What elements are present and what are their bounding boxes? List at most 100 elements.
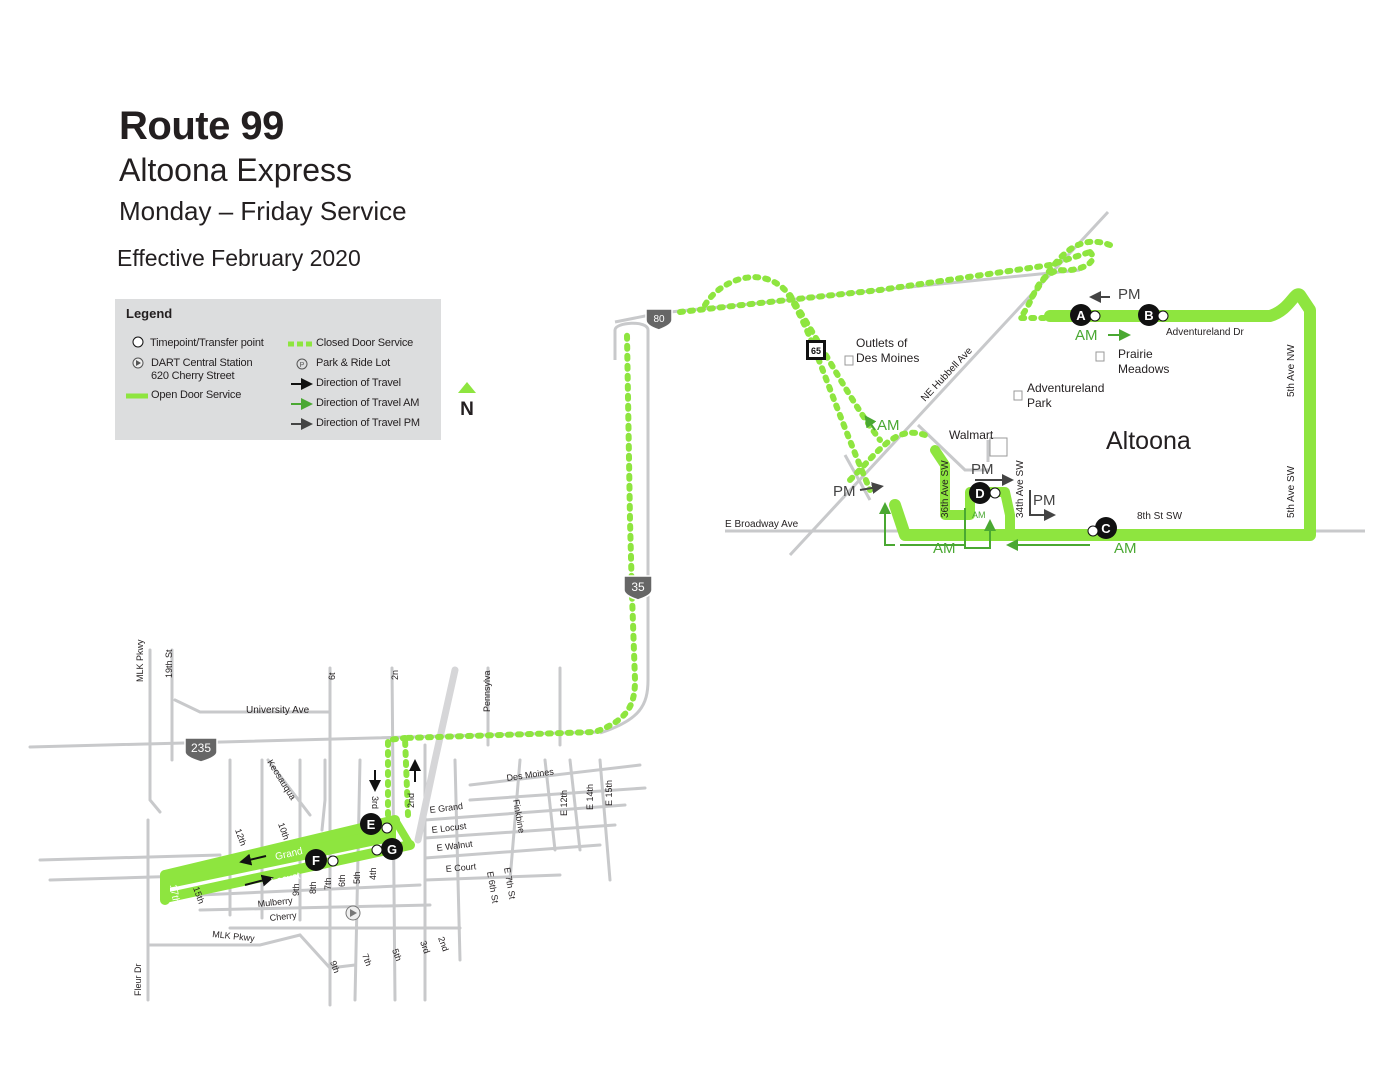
walmart-building-icon <box>989 437 1008 457</box>
street-9th-bottom: 9th <box>328 959 342 974</box>
street-cherry: Cherry <box>269 910 297 923</box>
legend-closed-door: Closed Door Service <box>316 337 414 349</box>
interstate-235-shield: 235 <box>184 737 218 763</box>
effective-date: Effective February 2020 <box>117 245 361 271</box>
street-36th-sw: 36th Ave SW <box>940 460 951 518</box>
street-2nd: 2nd <box>406 793 416 808</box>
adventureland-building-icon <box>1013 390 1023 401</box>
timepoint-c: C <box>1087 517 1117 539</box>
am-label-36th: AM <box>933 540 956 557</box>
pm-label-hubbell: PM <box>833 483 856 500</box>
am-pm-labels: PM AM PM PM PM AM AM AM AM <box>833 286 1141 557</box>
street-8th: 8th <box>308 881 318 894</box>
street-e-walnut: E Walnut <box>436 839 474 853</box>
street-e-locust: E Locust <box>431 821 467 835</box>
street-e-6th: E 6th St <box>485 871 500 905</box>
street-e-court: E Court <box>445 861 477 874</box>
legend-symbols: P <box>126 336 313 430</box>
legend: Legend P Timepoint/Transfer point DART C… <box>115 299 441 440</box>
downtown-streets <box>28 648 647 1007</box>
street-5th-sw: 5th Ave SW <box>1286 465 1297 518</box>
route-name: Altoona Express <box>119 152 353 188</box>
legend-station-name: DART Central Station <box>151 357 253 369</box>
legend-station-address: 620 Cherry Street <box>151 370 235 382</box>
street-10th: 10th <box>276 821 291 841</box>
downtown-labels: University Ave Keosauqua MLK Pkwy 19th S… <box>133 639 614 996</box>
timepoint-icon <box>132 336 144 348</box>
park-ride-icon <box>296 358 308 370</box>
street-4th: 4th <box>368 867 378 880</box>
outlets-label: Outlets of <box>856 336 908 350</box>
prairie-meadows-building-icon <box>1095 351 1105 362</box>
adventureland-park-label: Adventureland <box>1027 381 1104 395</box>
svg-text:80: 80 <box>653 314 665 325</box>
walmart-label: Walmart <box>949 428 994 442</box>
legend-direction: Direction of Travel <box>316 377 401 389</box>
street-mlk-top: MLK Pkwy <box>135 639 145 682</box>
street-3rd-bottom: 3rd <box>418 939 432 955</box>
prairie-label-2: Meadows <box>1118 362 1169 376</box>
pm-label-34th: PM <box>1033 492 1056 509</box>
timepoints: A B C D E F G <box>305 304 1169 871</box>
street-2nd-cut: 2n <box>390 670 400 680</box>
street-34th-sw: 34th Ave SW <box>1015 460 1026 518</box>
street-7th: 7th <box>323 877 333 890</box>
timepoint-a: A <box>1070 304 1101 326</box>
service-days: Monday – Friday Service <box>119 196 407 226</box>
street-e-14th: E 14th <box>585 784 595 810</box>
svg-text:A: A <box>1076 308 1086 323</box>
route-title: Route 99 <box>119 104 284 148</box>
street-5th-nw: 5th Ave NW <box>1286 344 1297 397</box>
street-2nd-bottom: 2nd <box>436 935 451 953</box>
street-keosauqua: Keosauqua <box>265 758 298 802</box>
svg-text:D: D <box>975 486 984 501</box>
street-7th-bottom: 7th <box>360 952 374 967</box>
street-mlk-bottom: MLK Pkwy <box>212 929 256 943</box>
svg-text:35: 35 <box>631 580 645 594</box>
am-label-a: AM <box>1075 327 1098 344</box>
street-12th: 12th <box>233 827 248 847</box>
street-e-12th: E 12th <box>559 790 569 816</box>
timepoint-g: G <box>371 838 403 860</box>
open-door-service-route <box>160 288 1316 905</box>
map-header: Route 99 Altoona Express Monday – Friday… <box>117 102 407 280</box>
interstate-80-shield: 80 <box>645 308 673 331</box>
pm-label-a: PM <box>1118 286 1141 303</box>
building-icons <box>844 351 1105 457</box>
interstate-35-80 <box>599 321 650 735</box>
street-e-broadway: E Broadway Ave <box>725 519 799 530</box>
street-19th: 19th St <box>164 649 174 678</box>
street-university: University Ave <box>246 705 310 716</box>
svg-text:G: G <box>387 842 397 857</box>
north-arrow: N <box>458 382 476 420</box>
pm-label-d: PM <box>971 461 994 478</box>
timepoint-f: F <box>305 849 339 871</box>
outlets-building-icon <box>844 355 854 366</box>
street-ne-hubbell: NE Hubbell Ave <box>919 345 975 404</box>
legend-station: DART Central Station 620 Cherry Street <box>151 357 253 383</box>
interstate-80 <box>614 268 1081 324</box>
legend-timepoint: Timepoint/Transfer point <box>150 337 264 349</box>
interstate-35-shield: 35 <box>623 575 653 601</box>
street-adventureland-dr: Adventureland Dr <box>1166 327 1244 338</box>
adventureland-park-label-2: Park <box>1027 396 1053 410</box>
street-6th-cut: 6t <box>327 672 337 680</box>
direction-arrows <box>239 291 1131 887</box>
timepoint-d: D <box>969 482 1001 504</box>
svg-text:E: E <box>367 817 376 832</box>
street-17th: 17th <box>167 884 181 905</box>
freeway-lines <box>414 666 459 844</box>
dart-central-station-icon <box>345 905 361 921</box>
timepoint-e: E <box>360 813 393 835</box>
prairie-label: Prairie <box>1118 347 1153 361</box>
legend-direction-pm: Direction of Travel PM <box>316 417 420 429</box>
svg-text:B: B <box>1144 308 1153 323</box>
street-8th-sw: 8th St SW <box>1137 511 1183 522</box>
street-e-15th: E 15th <box>604 780 614 806</box>
street-e-7th: E 7th St <box>502 867 517 901</box>
svg-text:235: 235 <box>191 741 211 755</box>
legend-title: Legend <box>126 306 173 321</box>
am-label-d: AM <box>972 510 986 520</box>
street-9th: 9th <box>291 883 301 896</box>
